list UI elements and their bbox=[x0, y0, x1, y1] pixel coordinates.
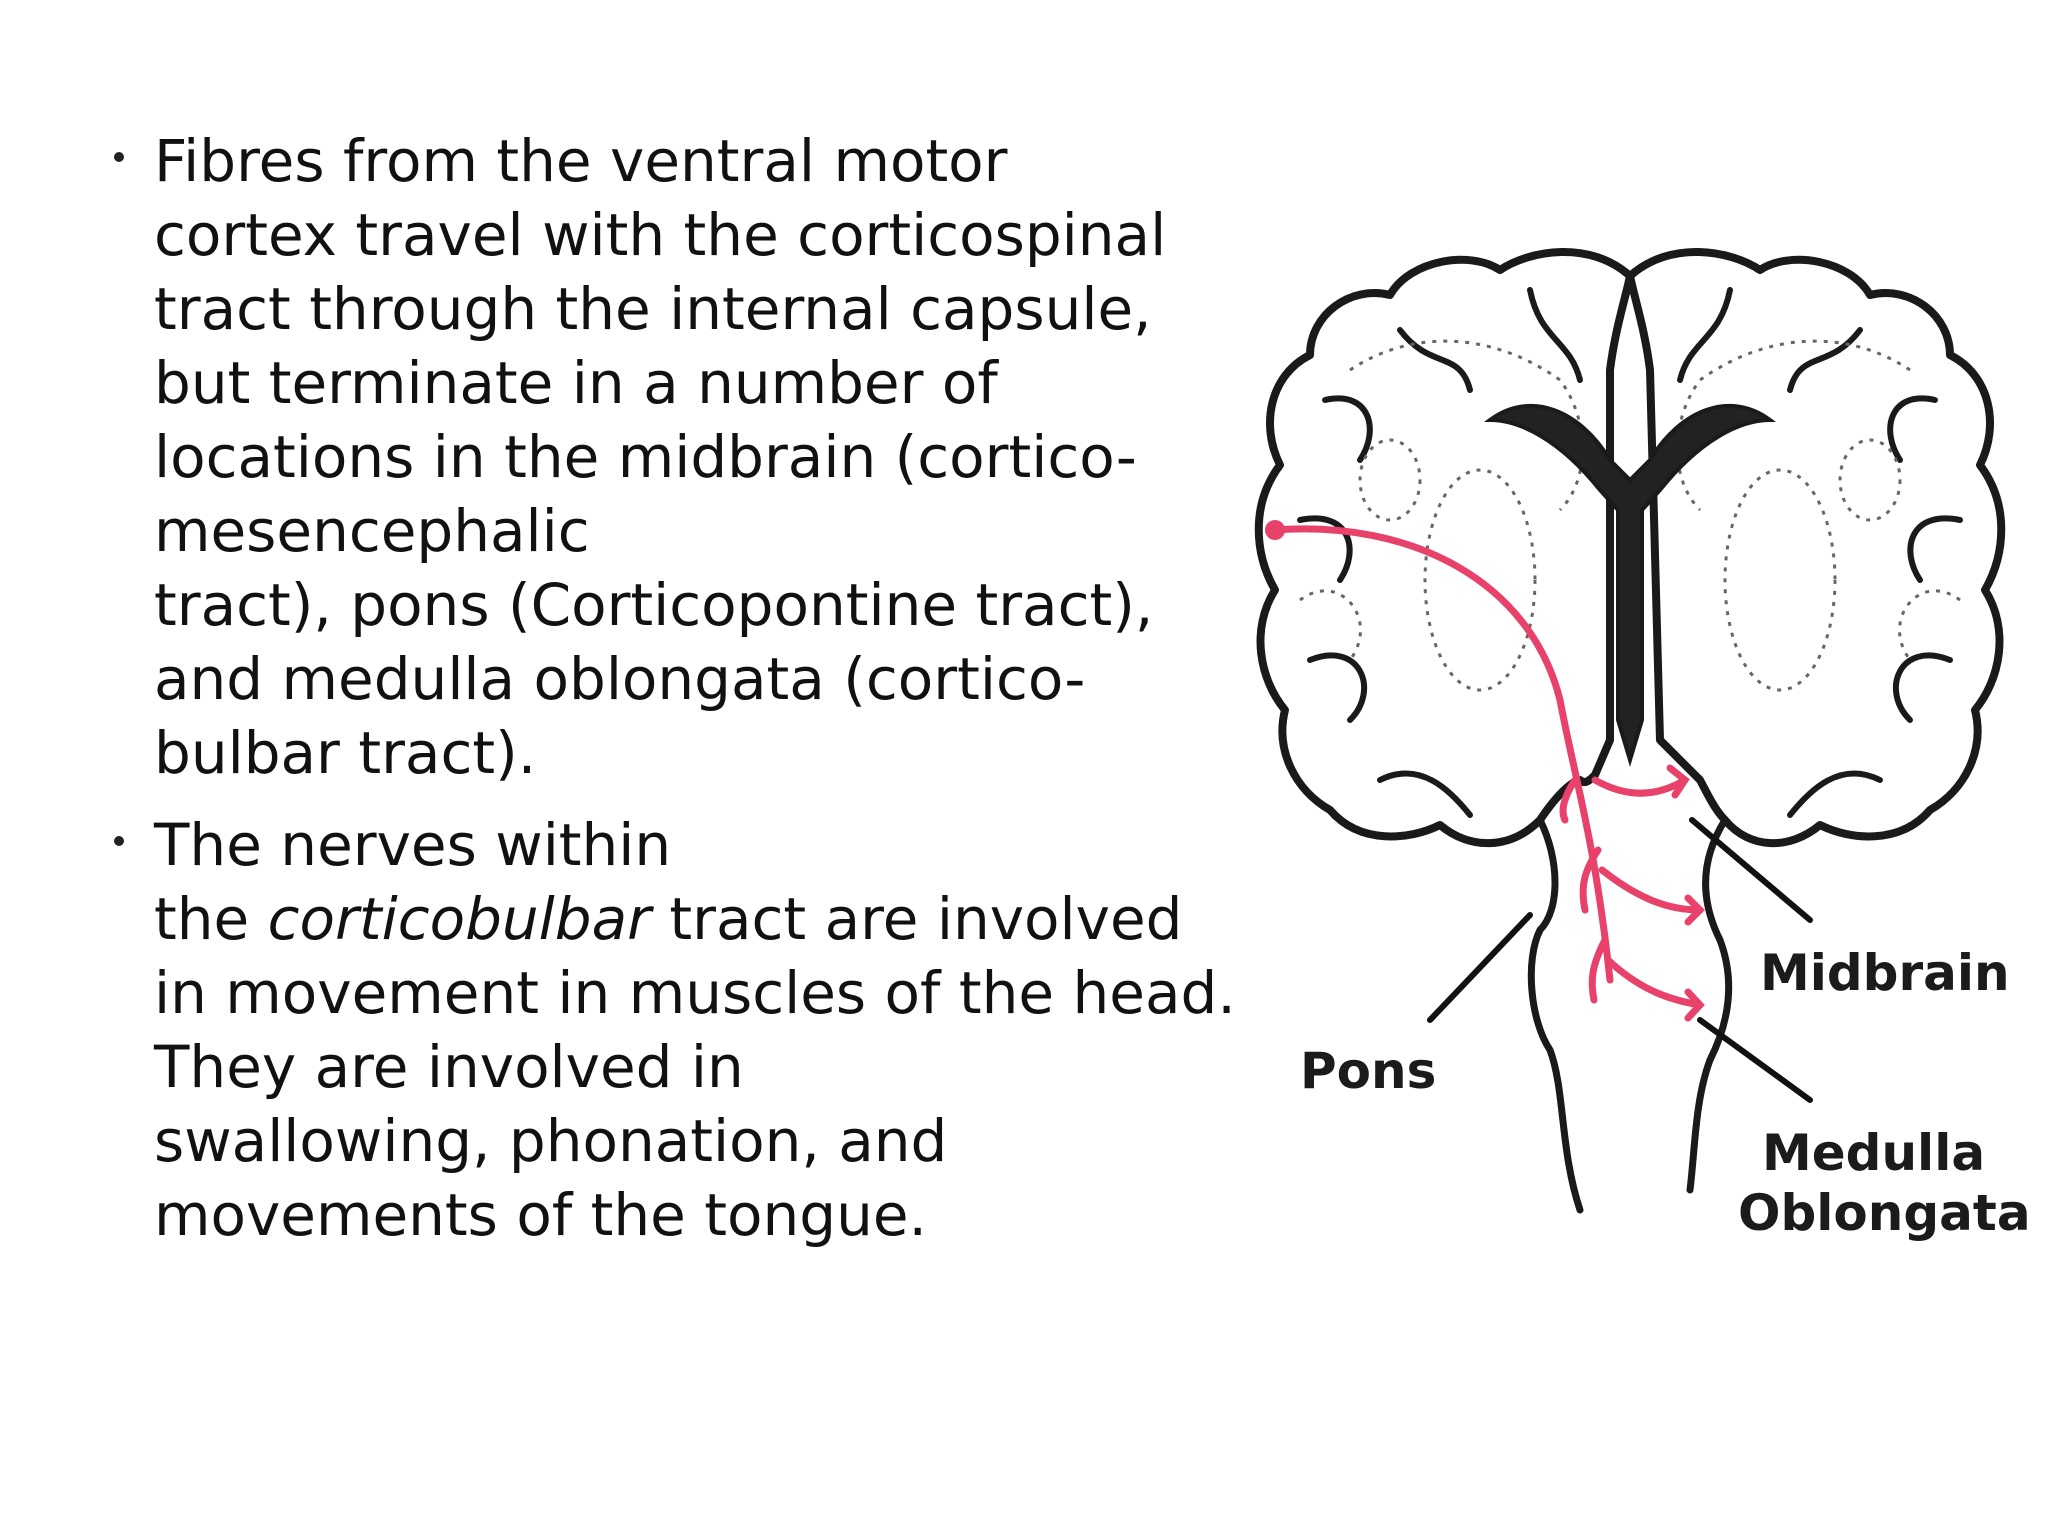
bullet-2-line: movements of the tongue. bbox=[154, 1181, 927, 1249]
bullet-1-line: bulbar tract). bbox=[154, 719, 537, 787]
bullet-dot-icon bbox=[114, 152, 124, 162]
bullet-1-line: cortex travel with the corticospinal bbox=[154, 201, 1167, 269]
gyri-lines bbox=[1297, 287, 1963, 818]
label-medulla: Medulla bbox=[1762, 1124, 1985, 1182]
dotted-cortex bbox=[1299, 339, 1961, 692]
bullet-item-1: Fibres from the ventral motor cortex tra… bbox=[108, 124, 1218, 790]
bullet-1-line: locations in the midbrain (cortico- bbox=[154, 423, 1137, 491]
bullet-1-line: tract through the internal capsule, bbox=[154, 275, 1152, 343]
bullet-2-emphasis: corticobulbar bbox=[267, 885, 651, 953]
brainstem-outline-left bbox=[1527, 816, 1584, 1214]
bullet-2-line: swallowing, phonation, and bbox=[154, 1107, 948, 1175]
bullet-list: Fibres from the ventral motor cortex tra… bbox=[108, 124, 1236, 1270]
bullet-2-line: They are involved in bbox=[154, 1033, 744, 1101]
label-midbrain: Midbrain bbox=[1760, 944, 2010, 1002]
motor-cortex-origin-point bbox=[1265, 520, 1285, 540]
bullet-2-line: the corticobulbar tract are involved bbox=[154, 882, 1218, 956]
bullet-1-line: tract), pons (Corticopontine tract), bbox=[154, 571, 1154, 639]
bullet-1-line: and medulla oblongata (cortico- bbox=[154, 645, 1086, 713]
lateral-ventricles bbox=[1483, 403, 1777, 767]
bullet-2-line: The nerves within bbox=[154, 811, 672, 879]
bullet-1-line: Fibres from the ventral motor bbox=[154, 127, 1008, 195]
bullet-dot-icon bbox=[114, 836, 124, 846]
bullet-2-text: the bbox=[154, 885, 268, 953]
label-oblongata: Oblongata bbox=[1738, 1184, 2030, 1242]
bullet-1-line: mesencephalic bbox=[154, 497, 590, 565]
bullet-1-line: but terminate in a number of bbox=[154, 349, 998, 417]
bullet-2-text: tract are involved bbox=[650, 885, 1183, 953]
brainstem-outline-right bbox=[1686, 816, 1733, 1194]
brain-diagram: Midbrain Pons Medulla Oblongata bbox=[1254, 248, 2030, 1242]
label-pons: Pons bbox=[1300, 1042, 1436, 1100]
label-pointers bbox=[1427, 817, 1813, 1103]
bullet-item-2: The nerves within the corticobulbar trac… bbox=[108, 808, 1236, 1252]
bullet-2-line: in movement in muscles of the head. bbox=[154, 959, 1236, 1027]
corticobulbar-tract bbox=[1271, 525, 1705, 1022]
